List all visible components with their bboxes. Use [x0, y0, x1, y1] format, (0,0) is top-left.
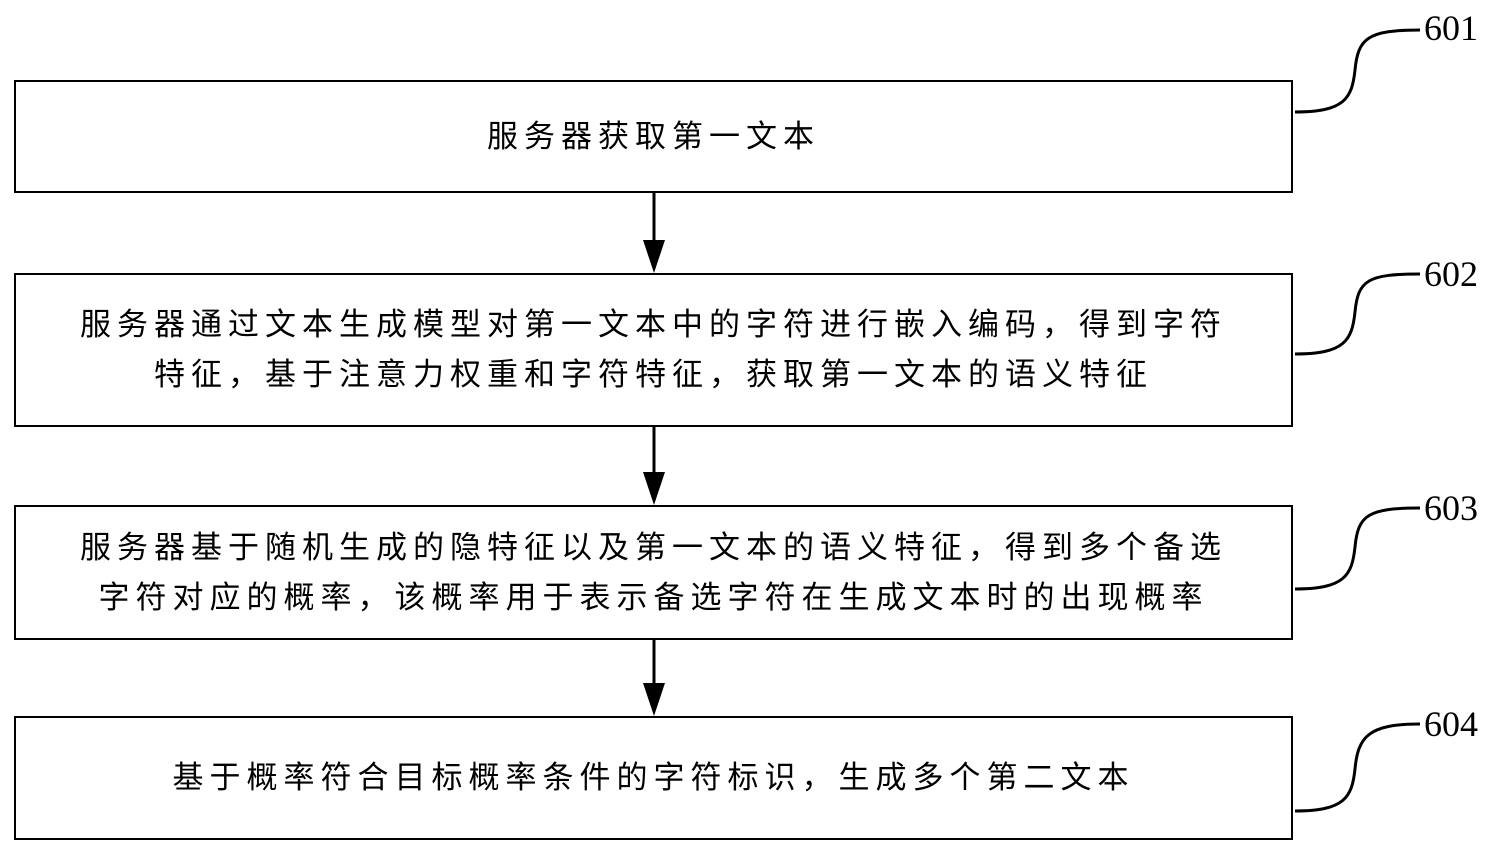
step-text-603: 服务器基于随机生成的隐特征以及第一文本的语义特征，得到多个备选 字符对应的概率，… [80, 529, 1227, 616]
step-box-604: 基于概率符合目标概率条件的字符标识，生成多个第二文本 [14, 716, 1293, 840]
leader-line-601 [1294, 28, 1421, 114]
step-box-601: 服务器获取第一文本 [14, 80, 1293, 193]
step-label-602: 602 [1424, 254, 1478, 294]
arrow-601-to-602 [643, 193, 665, 273]
leader-line-604 [1294, 722, 1421, 813]
step-label-604: 604 [1424, 704, 1478, 744]
step-label-601: 601 [1424, 8, 1478, 48]
arrow-603-to-604 [643, 640, 665, 716]
leader-line-602 [1294, 272, 1421, 356]
step-text-601: 服务器获取第一文本 [487, 118, 820, 155]
step-box-603: 服务器基于随机生成的隐特征以及第一文本的语义特征，得到多个备选 字符对应的概率，… [14, 505, 1293, 640]
step-label-603: 603 [1424, 488, 1478, 528]
leader-line-603 [1294, 506, 1421, 591]
arrow-602-to-603 [643, 427, 665, 505]
step-text-604: 基于概率符合目标概率条件的字符标识，生成多个第二文本 [172, 760, 1135, 796]
step-text-602: 服务器通过文本生成模型对第一文本中的字符进行嵌入编码，得到字符 特征，基于注意力… [80, 307, 1227, 393]
step-box-602: 服务器通过文本生成模型对第一文本中的字符进行嵌入编码，得到字符 特征，基于注意力… [14, 273, 1293, 427]
